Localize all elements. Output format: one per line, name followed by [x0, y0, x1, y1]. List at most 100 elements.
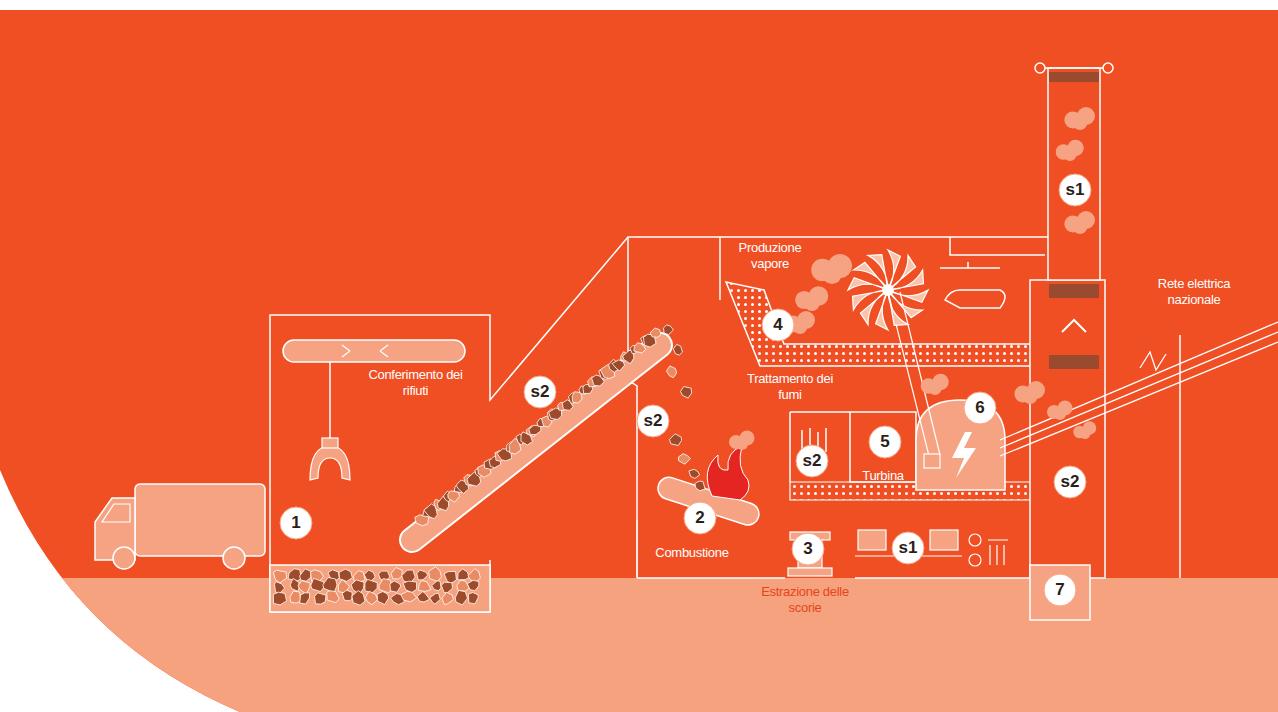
- rubble-piece: [467, 580, 479, 590]
- rubble-piece: [273, 592, 286, 605]
- rubble-piece: [455, 590, 467, 605]
- background-panel: [0, 10, 1278, 712]
- callout-number: s2: [795, 444, 829, 478]
- fan-hub: [882, 284, 894, 296]
- rubble-piece: [612, 360, 625, 371]
- rubble-piece: [442, 592, 453, 604]
- rubble-piece: [417, 592, 430, 602]
- rubble-piece: [430, 593, 441, 604]
- rubble-piece: [377, 592, 389, 605]
- waste-pit: [270, 565, 490, 612]
- slag-extractor: [788, 532, 832, 576]
- callout-text: 2: [695, 509, 704, 527]
- callout-number: 3: [791, 532, 825, 566]
- fan-blade: [848, 278, 888, 290]
- rubble-piece: [695, 481, 705, 491]
- callout-number: s2: [636, 404, 670, 438]
- rubble-piece: [650, 328, 661, 337]
- fan-blade: [888, 270, 923, 290]
- rubble-piece: [390, 581, 401, 592]
- rubble-piece: [323, 578, 337, 593]
- callout-text: s2: [1061, 473, 1080, 491]
- callout-text: s2: [644, 412, 663, 430]
- fan-blade: [888, 290, 928, 302]
- boiler: [637, 282, 1050, 578]
- steam-fan: [848, 250, 928, 330]
- callout-number: s2: [1053, 465, 1087, 499]
- callout-text: s2: [803, 452, 822, 470]
- callout-number: 5: [868, 425, 902, 459]
- steam-clouds: [729, 107, 1096, 602]
- rubble-piece: [290, 578, 299, 591]
- rubble-piece: [391, 568, 402, 579]
- cloud: [1073, 421, 1096, 439]
- rubble-piece: [468, 593, 478, 604]
- rubble-piece: [315, 593, 327, 604]
- fan-blade: [888, 250, 900, 290]
- cloud: [921, 374, 949, 395]
- rubble-piece: [419, 581, 432, 592]
- rubble-piece: [681, 387, 692, 399]
- callout-text: 1: [291, 514, 300, 532]
- rubble-piece: [288, 569, 301, 581]
- cloud: [729, 431, 755, 451]
- fan-blade: [888, 290, 908, 325]
- section-label: Combustione: [642, 545, 742, 561]
- rubble-piece: [342, 590, 352, 601]
- cloud: [1014, 381, 1045, 404]
- callout-number: 2: [683, 501, 717, 535]
- cloud: [795, 286, 828, 311]
- crane: [283, 340, 465, 480]
- section-label: Turbina: [852, 468, 914, 484]
- chimney: [1030, 63, 1113, 620]
- callout-number: 4: [761, 308, 795, 342]
- turbine-room: [850, 292, 1005, 490]
- power-lines: [1000, 322, 1278, 456]
- callout-number: s1: [891, 531, 925, 565]
- rubble-piece: [664, 325, 674, 335]
- fan-blade: [868, 255, 888, 290]
- rubble-piece: [458, 569, 470, 580]
- section-label: Produzione vapore: [720, 240, 820, 272]
- callout-number: 1: [279, 506, 313, 540]
- callout-text: 6: [975, 399, 984, 417]
- cloud: [1056, 140, 1084, 161]
- rubble-piece: [670, 434, 682, 446]
- rubble-piece: [678, 454, 690, 465]
- rubble-piece: [403, 581, 417, 593]
- cloud: [1064, 107, 1095, 130]
- rubble-piece: [401, 591, 417, 602]
- rubble-piece: [327, 591, 340, 603]
- callout-text: s2: [531, 383, 550, 401]
- section-label: Trattamento dei fumi: [738, 371, 842, 403]
- rubble-piece: [666, 366, 676, 378]
- rubble-piece: [352, 591, 365, 606]
- rubble-piece: [429, 567, 442, 582]
- callout-text: s1: [899, 539, 918, 557]
- truck: [95, 484, 265, 569]
- cloud: [811, 254, 852, 284]
- rubble-piece: [365, 591, 377, 605]
- callout-text: 3: [803, 540, 812, 558]
- callout-text: 7: [1055, 581, 1064, 599]
- callout-text: 5: [880, 433, 889, 451]
- rubble-piece: [339, 569, 352, 581]
- cloud: [1047, 401, 1073, 421]
- rubble-piece: [432, 581, 441, 591]
- callout-number: s1: [1058, 173, 1092, 207]
- rubble-piece: [417, 570, 428, 580]
- rubble-piece: [673, 344, 682, 355]
- callout-number: 6: [963, 391, 997, 425]
- rubble-piece: [448, 491, 460, 502]
- control-panel: [855, 530, 1008, 566]
- fan-blade: [876, 290, 888, 330]
- callout-text: s1: [1066, 181, 1085, 199]
- fan-blade: [853, 290, 888, 310]
- rubble-piece: [311, 578, 325, 591]
- waste-rubble: [273, 325, 705, 605]
- section-label: Estrazione delle scorie: [752, 584, 858, 616]
- cloud: [1064, 211, 1095, 234]
